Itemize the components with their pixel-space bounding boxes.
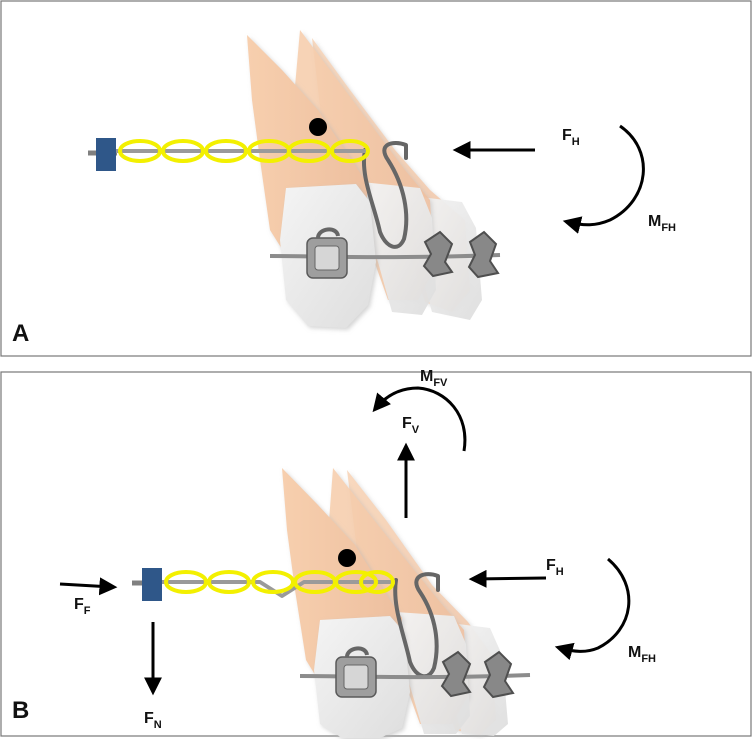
bracket-icon — [440, 650, 472, 698]
spring-b — [393, 572, 440, 679]
bracket-icon — [335, 646, 377, 698]
label-b-fn: FN — [144, 710, 162, 731]
tooth-crown-middle — [362, 182, 436, 315]
bracket-icon — [422, 230, 454, 278]
bracket-icon — [482, 650, 515, 699]
chain-loop-b-6 — [359, 570, 395, 594]
chain-loop-a-3 — [204, 139, 248, 163]
bracket-icon — [306, 227, 348, 279]
panel-b: MFV FV FH MFH FF FN B — [0, 368, 752, 738]
force-arrow-icon — [468, 569, 547, 588]
label-b-fh: FH — [546, 557, 564, 578]
label-b-mfv: MFV — [420, 368, 448, 389]
label-a-fh: FH — [562, 127, 580, 148]
label-b-ff: FF — [74, 596, 91, 617]
chain-loop-a-2 — [161, 139, 205, 163]
chain-loop-b-5 — [334, 570, 378, 594]
moment-arrow-icon — [562, 124, 645, 234]
teeth-group-b — [282, 468, 508, 738]
spring-a — [362, 140, 409, 249]
label-b-fv: FV — [402, 415, 420, 436]
resistance-center-dot — [309, 118, 327, 136]
chain-loop-a-5 — [287, 139, 331, 163]
molar-tube-icon — [96, 138, 116, 171]
chain-loop-a-6 — [330, 139, 370, 163]
chain-loop-b-1 — [164, 570, 208, 594]
label-a-mfh: MFH — [648, 213, 676, 234]
panel-letter-a: A — [12, 320, 29, 347]
molar-tube-icon — [142, 568, 162, 601]
force-arrow-icon — [59, 577, 118, 596]
moment-arrow-icon — [554, 557, 631, 661]
moment-arrow-icon — [372, 386, 467, 452]
panel-letter-b: B — [12, 697, 29, 724]
panel-a: FH MFH A — [0, 0, 752, 357]
elastic-chain-a — [88, 138, 370, 171]
archwire-a — [269, 253, 501, 260]
chain-loop-a-1 — [118, 139, 162, 163]
bracket-icon — [467, 230, 500, 279]
resistance-center-dot — [338, 549, 356, 567]
chain-loop-b-2 — [207, 570, 251, 594]
label-b-mfh: MFH — [628, 644, 656, 665]
elastic-chain-b — [132, 568, 395, 601]
